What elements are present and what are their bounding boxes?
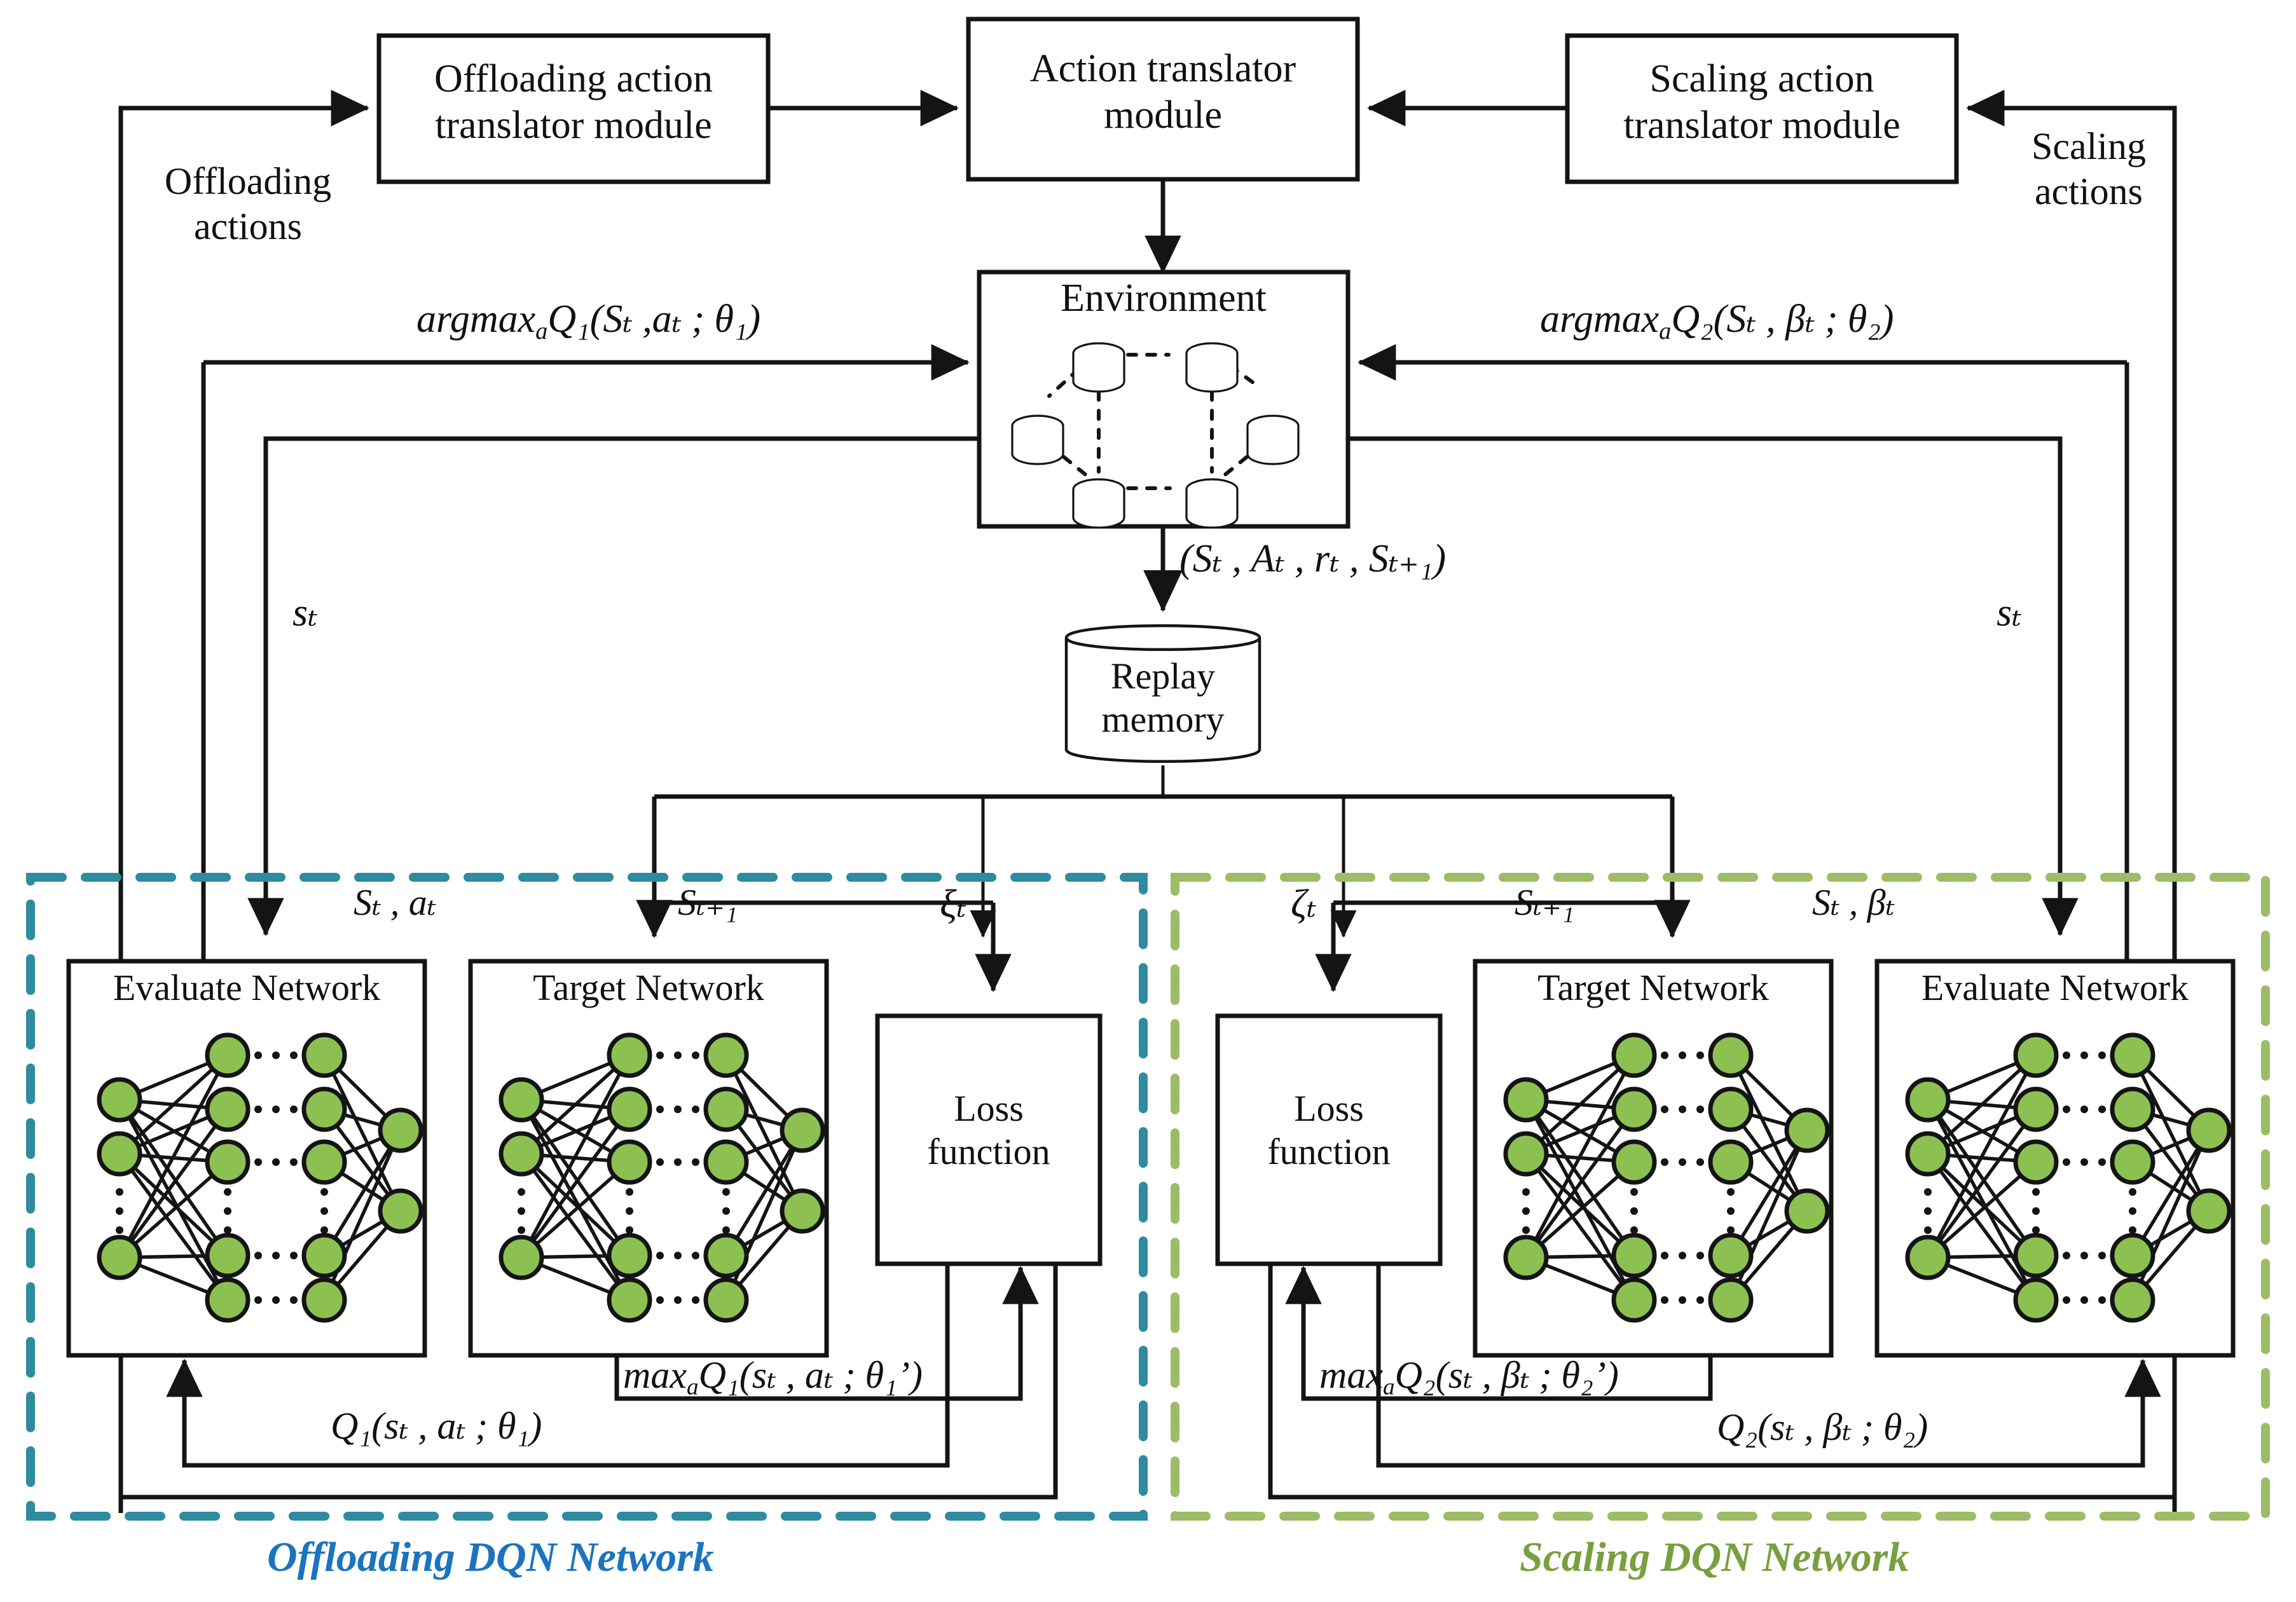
scaling-dqn-caption: Scaling DQN Network [1520,1534,1909,1580]
left-q-target-label: maxaQ₁(sₜ , aₜ ; θ₁’) [623,1354,923,1400]
scaling-dqn-panel-border [1171,873,2270,1521]
right-evaluate-network-label: Evaluate Network [1921,967,2189,1008]
environment-title: Environment [1061,277,1267,320]
replay-memory-cylinder [1064,624,1261,763]
offloading-translator-label: Offloading action translator module [379,56,768,149]
left-input-loss-label: ξₜ [940,882,966,926]
argmax-q2-sub: a [1659,317,1672,345]
argmax-q1-label: argmaxaQ₁(Sₜ ,aₜ ; θ₁) [416,298,760,345]
offloading-dqn-panel-border [26,873,1148,1521]
offloading-actions-line1: Offloading [164,160,332,202]
right-q-target-label: maxaQ₂(sₜ , βₜ ; θ₂’) [1319,1354,1619,1400]
scaling-translator-line1: Scaling action [1649,57,1874,100]
right-target-network-label: Target Network [1537,967,1769,1008]
offloading-actions-line2: actions [194,205,302,247]
right-input-loss-label: ζₜ [1291,882,1317,926]
argmax-q1-rest: Q₁(Sₜ ,aₜ ; θ₁) [547,298,761,341]
left-loss-function-label: Loss function [877,1087,1100,1174]
right-loss-function-box [1215,1013,1443,1266]
argmax-q1-head: argmax [416,298,536,341]
left-loss-function-box [875,1013,1103,1266]
transition-tuple-label: (Sₜ , Aₜ , rₜ , Sₜ₊₁) [1179,537,1447,580]
action-translator-line1: Action translator [1029,47,1296,90]
replay-memory-label: Replay memory [1066,655,1260,742]
environment-topology [1011,342,1300,529]
argmax-q2-label: argmaxaQ₂(Sₜ , βₜ ; θ₂) [1540,298,1894,345]
scaling-actions-label: Scaling actions [1984,124,2194,214]
argmax-q2-rest: Q₂(Sₜ , βₜ ; θ₂) [1671,298,1894,341]
argmax-q2-head: argmax [1540,298,1660,341]
right-loss-line1: Loss [1294,1088,1364,1129]
left-loss-line2: function [927,1131,1050,1173]
left-input-target-label: Sₜ₊₁ [678,882,738,923]
offloading-actions-label: Offloading actions [127,159,369,249]
scaling-actions-line2: actions [2035,170,2143,212]
action-translator-label: Action translator module [968,46,1358,139]
mlp-illustrations [97,1032,2232,1323]
offloading-translator-box [376,33,771,184]
server-cylinder [1011,342,1300,529]
left-q-target-rest: Q₁(sₜ , aₜ ; θ₁’) [698,1354,923,1396]
right-input-evaluate-label: Sₜ , βₜ [1812,882,1895,923]
left-input-evaluate-label: Sₜ , aₜ [354,882,437,923]
right-q-target-rest: Q₂(sₜ , βₜ ; θ₂’) [1394,1354,1619,1396]
right-q-target-head: max [1319,1354,1383,1396]
left-state-label: sₜ [292,591,318,634]
left-q-eval-label: Q₁(sₜ , aₜ ; θ₁) [331,1405,542,1447]
action-translator-box [966,17,1360,182]
right-loss-line2: function [1267,1131,1391,1173]
right-q-target-sub: a [1382,1374,1395,1400]
left-q-target-sub: a [686,1374,699,1400]
right-loss-function-label: Loss function [1218,1087,1440,1174]
right-state-label: sₜ [1997,591,2022,634]
action-translator-line2: module [1104,93,1222,137]
replay-memory-line1: Replay [1110,655,1216,697]
offloading-translator-line1: Offloading action [434,57,713,100]
right-q-eval-label: Q₂(sₜ , βₜ ; θ₂) [1717,1406,1928,1448]
left-loss-line1: Loss [954,1088,1024,1129]
environment-box [977,270,1351,529]
left-target-network-label: Target Network [533,967,764,1008]
scaling-translator-line2: translator module [1623,104,1901,147]
offloading-translator-line2: translator module [435,104,712,147]
scaling-actions-line1: Scaling [2031,125,2146,167]
replay-memory-line2: memory [1101,699,1225,741]
left-q-target-head: max [623,1354,687,1396]
scaling-translator-label: Scaling action translator module [1567,56,1956,149]
offloading-dqn-caption: Offloading DQN Network [267,1534,714,1580]
right-input-target-label: Sₜ₊₁ [1515,882,1575,923]
scaling-translator-box [1565,33,1959,184]
left-evaluate-network-label: Evaluate Network [113,967,381,1008]
argmax-q1-sub: a [535,317,548,345]
